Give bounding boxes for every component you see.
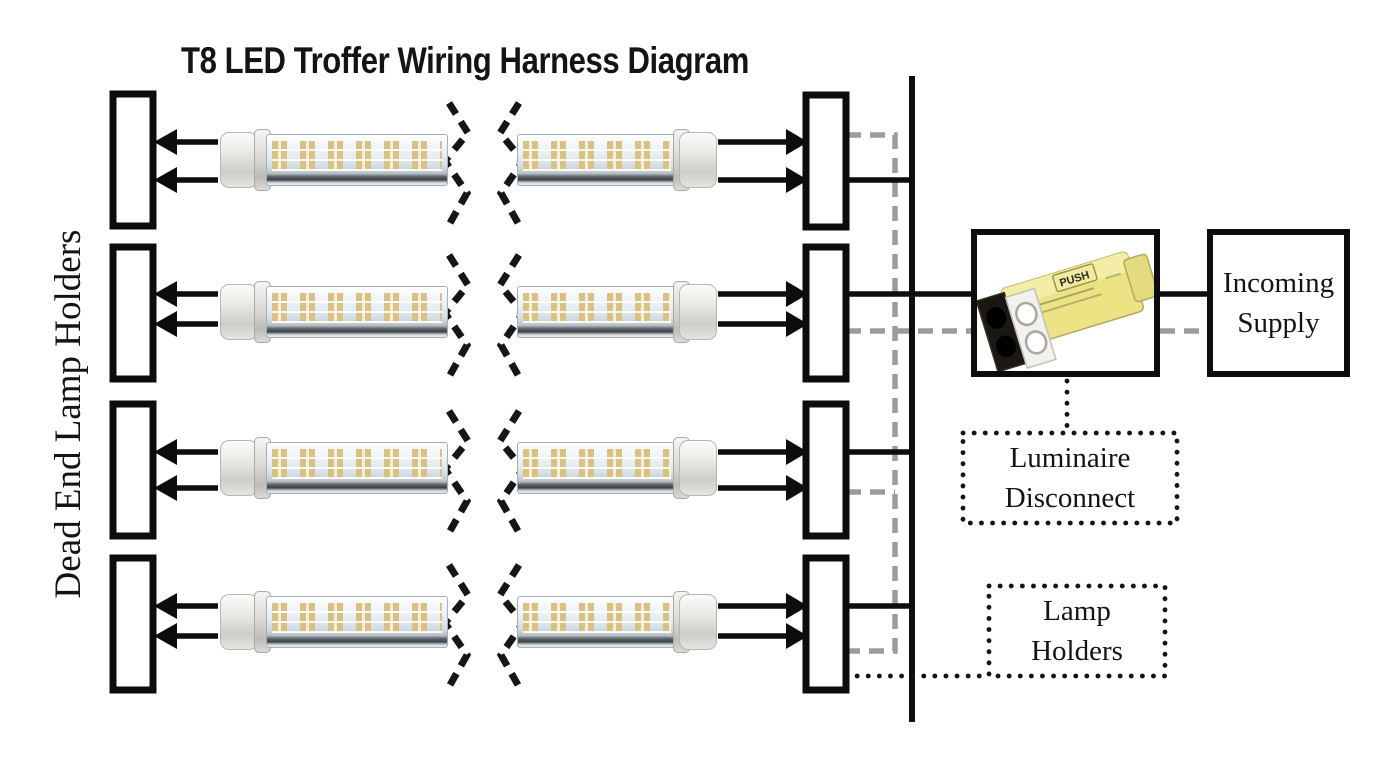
- dead-end-holder-row3: [109, 400, 157, 540]
- wire-port-hole: [986, 307, 1007, 329]
- push-release-button[interactable]: [1052, 263, 1098, 293]
- dead-end-lamp-holders-label: Dead End Lamp Holders: [48, 229, 89, 599]
- wire-port-hole: [1015, 301, 1038, 327]
- led-tube-row4-right: [517, 591, 717, 653]
- diagram-title: T8 LED Troffer Wiring Harness Diagram: [181, 40, 749, 81]
- luminaire-disconnect-label-line1: Luminaire: [1009, 441, 1131, 474]
- tube-body: [266, 286, 448, 338]
- incoming-supply-label-line2: Supply: [1237, 307, 1320, 339]
- tube-end-cap: [679, 132, 717, 188]
- connector-nub: [1123, 253, 1154, 303]
- incoming-supply-box: Incoming Supply: [1207, 229, 1350, 377]
- tube-body: [517, 596, 677, 648]
- led-strip: [523, 141, 671, 171]
- dashed-neutral-wire-main: [846, 132, 898, 654]
- dead-end-lamp-holders: [109, 90, 157, 694]
- led-strip: [523, 449, 671, 479]
- incoming-supply-label-line1: Incoming: [1222, 266, 1335, 299]
- wire-port-hole: [995, 335, 1017, 358]
- tube-end-cap: [220, 440, 258, 496]
- tube-end-cap: [679, 594, 717, 650]
- led-tube-row3-right: [517, 437, 717, 499]
- tube-break-marks: [440, 101, 528, 687]
- tube-body: [266, 596, 448, 648]
- led-tube-row2-right: [517, 281, 717, 343]
- black-feed-wires: [846, 177, 1207, 609]
- led-tube-row3-left: [220, 437, 448, 499]
- lamp-holder-row4: [802, 554, 850, 694]
- dead-end-holder-row4: [109, 554, 157, 694]
- luminaire-disconnect-connector-image: PUSH: [977, 251, 1154, 371]
- lamp-holders-label-line2: Holders: [1031, 635, 1123, 667]
- led-strip: [272, 603, 442, 633]
- lamp-holder-row3: [802, 400, 850, 540]
- tube-end-cap: [220, 594, 258, 650]
- lamp-holders-box-border: [986, 583, 1168, 679]
- tube-body: [517, 442, 677, 494]
- led-tube-row4-left: [220, 591, 448, 653]
- wire-arrows: [154, 129, 808, 649]
- tube-body: [266, 134, 448, 186]
- lamp-holders-label-line1: Lamp: [1043, 594, 1111, 627]
- tube-end-cap: [220, 132, 258, 188]
- wire-port-hole: [1024, 330, 1048, 355]
- led-tube-row1-right: [517, 129, 717, 191]
- led-tube-row2-left: [220, 281, 448, 343]
- dead-end-holder-row2: [109, 243, 157, 383]
- tube-end-cap: [220, 284, 258, 340]
- lamp-holder-row1: [802, 91, 850, 231]
- tube-end-cap: [679, 284, 717, 340]
- connector-front-face: [977, 287, 1057, 371]
- lamp-holder-row2: [802, 243, 850, 383]
- lamp-holders-callout: Lamp Holders: [989, 586, 1165, 676]
- powered-lamp-holders: [802, 91, 850, 694]
- led-strip: [272, 293, 442, 323]
- led-strip: [272, 141, 442, 171]
- tube-body: [517, 286, 677, 338]
- luminaire-disconnect-label-line2: Disconnect: [1004, 482, 1136, 514]
- luminaire-disconnect-callout: Luminaire Disconnect: [963, 433, 1177, 523]
- tube-body: [266, 442, 448, 494]
- led-tube-row1-left: [220, 129, 448, 191]
- tube-body: [517, 134, 677, 186]
- dotted-leaders: [843, 378, 1070, 679]
- luminaire-disconnect-connector-box: PUSH: [971, 229, 1160, 377]
- led-strip: [523, 293, 671, 323]
- luminaire-disconnect-box-border: [960, 430, 1180, 526]
- led-strip: [272, 449, 442, 479]
- tube-end-cap: [679, 440, 717, 496]
- dead-end-holder-row1: [109, 90, 157, 230]
- led-strip: [523, 603, 671, 633]
